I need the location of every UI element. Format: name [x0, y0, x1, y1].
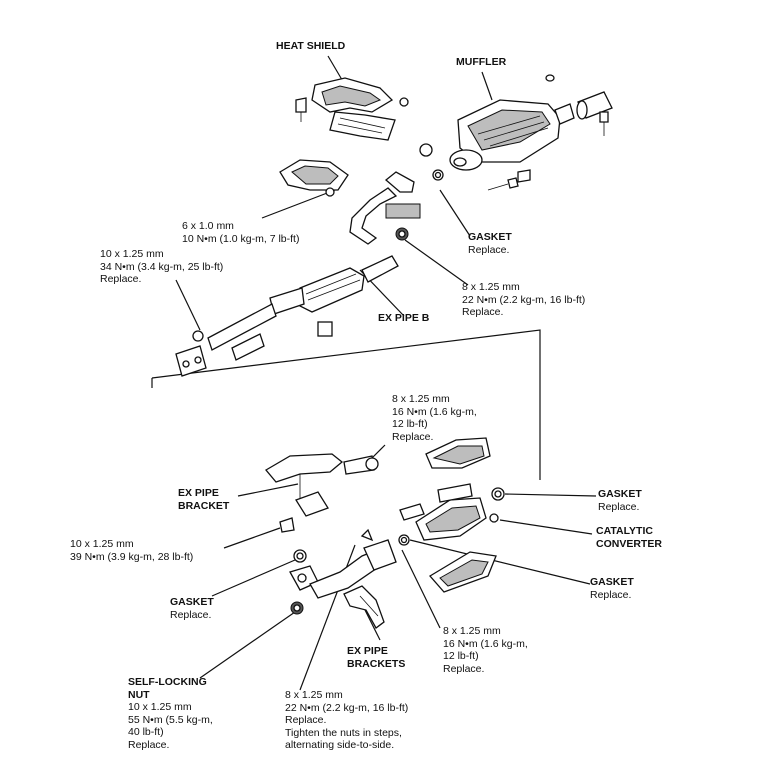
ex-pipe-bracket-line2: BRACKET: [178, 499, 230, 512]
self-locking-nut-line2: NUT: [128, 688, 150, 701]
label-gasket-right-lower: GASKET Replace.: [590, 576, 634, 601]
label-nut-8x125-top: 8 x 1.25 mm 22 N•m (2.2 kg-m, 16 lb-ft) …: [462, 281, 585, 319]
muffler: [419, 74, 613, 191]
nut-8x125-bottom-note: Replace.: [285, 714, 327, 726]
gasket-left-title: GASKET: [170, 596, 214, 608]
nut-8x125-bottom-size: 8 x 1.25 mm: [285, 689, 343, 701]
ex-pipe-brackets-line2: BRACKETS: [347, 657, 406, 670]
catalytic-converter: [399, 437, 505, 593]
self-locking-nut-note: Replace.: [128, 738, 170, 751]
label-nut-10x125-top: 10 x 1.25 mm 34 N•m (3.4 kg-m, 25 lb-ft)…: [100, 248, 223, 286]
label-muffler: MUFFLER: [456, 56, 506, 69]
catalytic-converter-line1: CATALYTIC: [596, 525, 653, 537]
self-locking-nut-torque1: 55 N•m (5.5 kg-m,: [128, 713, 213, 726]
label-ex-pipe-b: EX PIPE B: [378, 312, 429, 325]
label-bolt-10x125-mid: 10 x 1.25 mm 39 N•m (3.9 kg-m, 28 lb-ft): [70, 538, 193, 563]
label-ex-pipe-brackets: EX PIPE BRACKETS: [347, 645, 405, 670]
nut-8x125-bottom-torque: 22 N•m (2.2 kg-m, 16 lb-ft): [285, 701, 409, 714]
nut-8x125-right-lower-torque1: 16 N•m (1.6 kg-m,: [443, 637, 528, 650]
gasket-right-lower-note: Replace.: [590, 588, 632, 601]
section-frame: [151, 329, 541, 480]
label-ex-pipe-bracket: EX PIPE BRACKET: [178, 487, 229, 512]
self-locking-nut-torque2: 40 lb-ft): [128, 726, 164, 738]
label-bolt-6x1: 6 x 1.0 mm 10 N•m (1.0 kg-m, 7 lb-ft): [182, 220, 299, 245]
heat-shield-upper: [295, 77, 409, 141]
ex-pipe-front: [279, 517, 410, 629]
bolt-8x125-bracket-note: Replace.: [392, 430, 434, 443]
gasket-top-title: GASKET: [468, 231, 512, 243]
bolt-8x125-bracket-torque1: 16 N•m (1.6 kg-m,: [392, 405, 477, 418]
self-locking-nut-size: 10 x 1.25 mm: [128, 701, 192, 713]
nut-8x125-bottom-instruction2: alternating side-to-side.: [285, 739, 395, 751]
self-locking-nut-line1: SELF-LOCKING: [128, 676, 207, 688]
nut-8x125-top-size: 8 x 1.25 mm: [462, 281, 520, 293]
leader-lines: [175, 55, 597, 691]
label-bolt-8x125-bracket: 8 x 1.25 mm 16 N•m (1.6 kg-m, 12 lb-ft) …: [392, 393, 477, 443]
heat-shield-lower: [279, 159, 349, 197]
nut-10x125-top-torque: 34 N•m (3.4 kg-m, 25 lb-ft): [100, 260, 224, 273]
label-nut-8x125-right-lower: 8 x 1.25 mm 16 N•m (1.6 kg-m, 12 lb-ft) …: [443, 625, 528, 675]
ex-pipe-bracket-line1: EX PIPE: [178, 487, 219, 499]
bolt-10x125-mid-torque: 39 N•m (3.9 kg-m, 28 lb-ft): [70, 550, 194, 563]
muffler-title: MUFFLER: [456, 56, 507, 68]
nut-8x125-right-lower-torque2: 12 lb-ft): [443, 650, 479, 662]
label-heat-shield: HEAT SHIELD: [276, 40, 345, 53]
catalytic-converter-line2: CONVERTER: [596, 537, 662, 550]
nut-8x125-bottom-instruction1: Tighten the nuts in steps,: [285, 726, 402, 739]
nut-8x125-top-torque: 22 N•m (2.2 kg-m, 16 lb-ft): [462, 293, 586, 306]
gasket-right-note: Replace.: [598, 500, 640, 513]
heat-shield-title: HEAT SHIELD: [276, 40, 346, 52]
label-catalytic-converter: CATALYTIC CONVERTER: [596, 525, 662, 550]
nut-8x125-right-lower-note: Replace.: [443, 662, 485, 675]
nut-10x125-top-note: Replace.: [100, 273, 142, 285]
label-gasket-top: GASKET Replace.: [468, 231, 512, 256]
bolt-8x125-bracket-torque2: 12 lb-ft): [392, 418, 428, 430]
gasket-right-title: GASKET: [598, 488, 642, 500]
bolt-6x1-size: 6 x 1.0 mm: [182, 220, 234, 232]
bolt-6x1-torque: 10 N•m (1.0 kg-m, 7 lb-ft): [182, 232, 300, 245]
ex-pipe-brackets-line1: EX PIPE: [347, 645, 388, 657]
nut-10x125-top-size: 10 x 1.25 mm: [100, 248, 164, 260]
ex-pipe-b-title: EX PIPE B: [378, 312, 430, 324]
nut-8x125-right-lower-size: 8 x 1.25 mm: [443, 625, 501, 637]
bolt-10x125-mid-size: 10 x 1.25 mm: [70, 538, 134, 550]
ex-pipe-bracket: [265, 453, 379, 517]
gasket-left-note: Replace.: [170, 608, 212, 621]
label-gasket-left: GASKET Replace.: [170, 596, 214, 621]
gasket-top-note: Replace.: [468, 243, 510, 256]
nut-8x125-top-note: Replace.: [462, 306, 504, 318]
label-self-locking-nut: SELF-LOCKING NUT 10 x 1.25 mm 55 N•m (5.…: [128, 676, 213, 751]
bolt-8x125-bracket-size: 8 x 1.25 mm: [392, 393, 450, 405]
gasket-right-lower-title: GASKET: [590, 576, 634, 588]
ex-pipe-b: [175, 171, 421, 377]
label-nut-8x125-bottom: 8 x 1.25 mm 22 N•m (2.2 kg-m, 16 lb-ft) …: [285, 689, 408, 752]
label-gasket-right: GASKET Replace.: [598, 488, 642, 513]
